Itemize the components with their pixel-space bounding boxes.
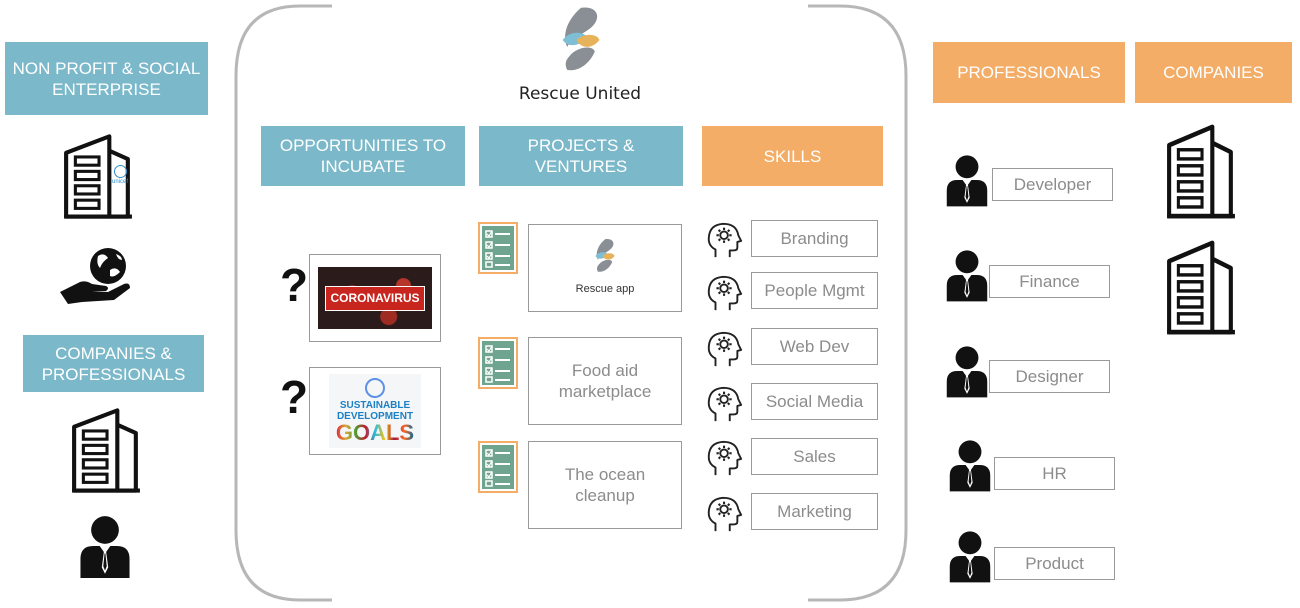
person-icon <box>945 153 989 207</box>
checklist-icon <box>478 441 518 493</box>
coronavirus-image: CORONAVIRUS <box>318 267 432 329</box>
person-icon <box>78 514 132 578</box>
sdg-line2: DEVELOPMENT <box>336 411 414 422</box>
rescue-app-logo-icon <box>593 237 617 275</box>
coronavirus-label: CORONAVIRUS <box>325 285 425 311</box>
skill-sales[interactable]: Sales <box>751 438 878 475</box>
rescue-app-label: Rescue app <box>575 282 635 295</box>
opportunities-header: OPPORTUNITIES TO INCUBATE <box>261 126 465 186</box>
project-card-food-aid[interactable]: Food aid marketplace <box>528 337 682 425</box>
person-icon <box>945 344 989 398</box>
person-icon <box>945 248 989 302</box>
brand-title: Rescue United <box>518 84 642 104</box>
checklist-icon <box>478 337 518 389</box>
head-gear-icon <box>706 221 744 259</box>
head-gear-icon <box>706 439 744 477</box>
unicef-logo: unicef <box>108 165 132 191</box>
unicef-label: unicef <box>111 179 128 185</box>
person-icon <box>948 438 992 492</box>
skill-people-mgmt[interactable]: People Mgmt <box>751 272 878 309</box>
company-building-icon <box>1165 120 1237 223</box>
sdg-line3: GOALS <box>335 420 415 445</box>
professional-finance[interactable]: Finance <box>989 265 1110 298</box>
unicef-globe-icon <box>113 165 127 178</box>
question-mark-2: ? <box>280 371 309 423</box>
head-gear-icon <box>706 330 744 368</box>
professional-hr[interactable]: HR <box>994 457 1115 490</box>
hand-globe-icon <box>58 246 136 306</box>
professional-developer[interactable]: Developer <box>992 168 1113 201</box>
companies-header: COMPANIES <box>1135 42 1292 103</box>
head-gear-icon <box>706 274 744 312</box>
projects-header: PROJECTS & VENTURES <box>479 126 683 186</box>
professional-designer[interactable]: Designer <box>989 360 1110 393</box>
project-card-rescue-app[interactable]: Rescue app <box>528 224 682 312</box>
companies-professionals-header: COMPANIES & PROFESSIONALS <box>23 335 204 392</box>
professional-product[interactable]: Product <box>994 547 1115 580</box>
skill-web-dev[interactable]: Web Dev <box>751 328 878 365</box>
project-card-ocean-cleanup[interactable]: The ocean cleanup <box>528 441 682 529</box>
rescue-united-logo-icon <box>558 4 604 76</box>
professionals-header: PROFESSIONALS <box>933 42 1125 103</box>
question-mark-1: ? <box>280 259 309 311</box>
company-building-icon <box>1165 236 1237 339</box>
skill-branding[interactable]: Branding <box>751 220 878 257</box>
un-emblem-icon <box>365 378 385 398</box>
opportunity-card-coronavirus[interactable]: CORONAVIRUS <box>309 254 441 342</box>
head-gear-icon <box>706 385 744 423</box>
sdg-logo: SUSTAINABLE DEVELOPMENT GOALS <box>329 374 421 448</box>
skills-header: SKILLS <box>702 126 883 186</box>
nonprofit-header: NON PROFIT & SOCIAL ENTERPRISE <box>5 42 208 115</box>
checklist-icon <box>478 222 518 274</box>
skill-social-media[interactable]: Social Media <box>751 383 878 420</box>
head-gear-icon <box>706 495 744 533</box>
skill-marketing[interactable]: Marketing <box>751 493 878 530</box>
company-building-icon <box>70 404 142 497</box>
opportunity-card-sdg[interactable]: SUSTAINABLE DEVELOPMENT GOALS <box>309 367 441 455</box>
person-icon <box>948 529 992 583</box>
sdg-line1: SUSTAINABLE <box>339 400 411 411</box>
